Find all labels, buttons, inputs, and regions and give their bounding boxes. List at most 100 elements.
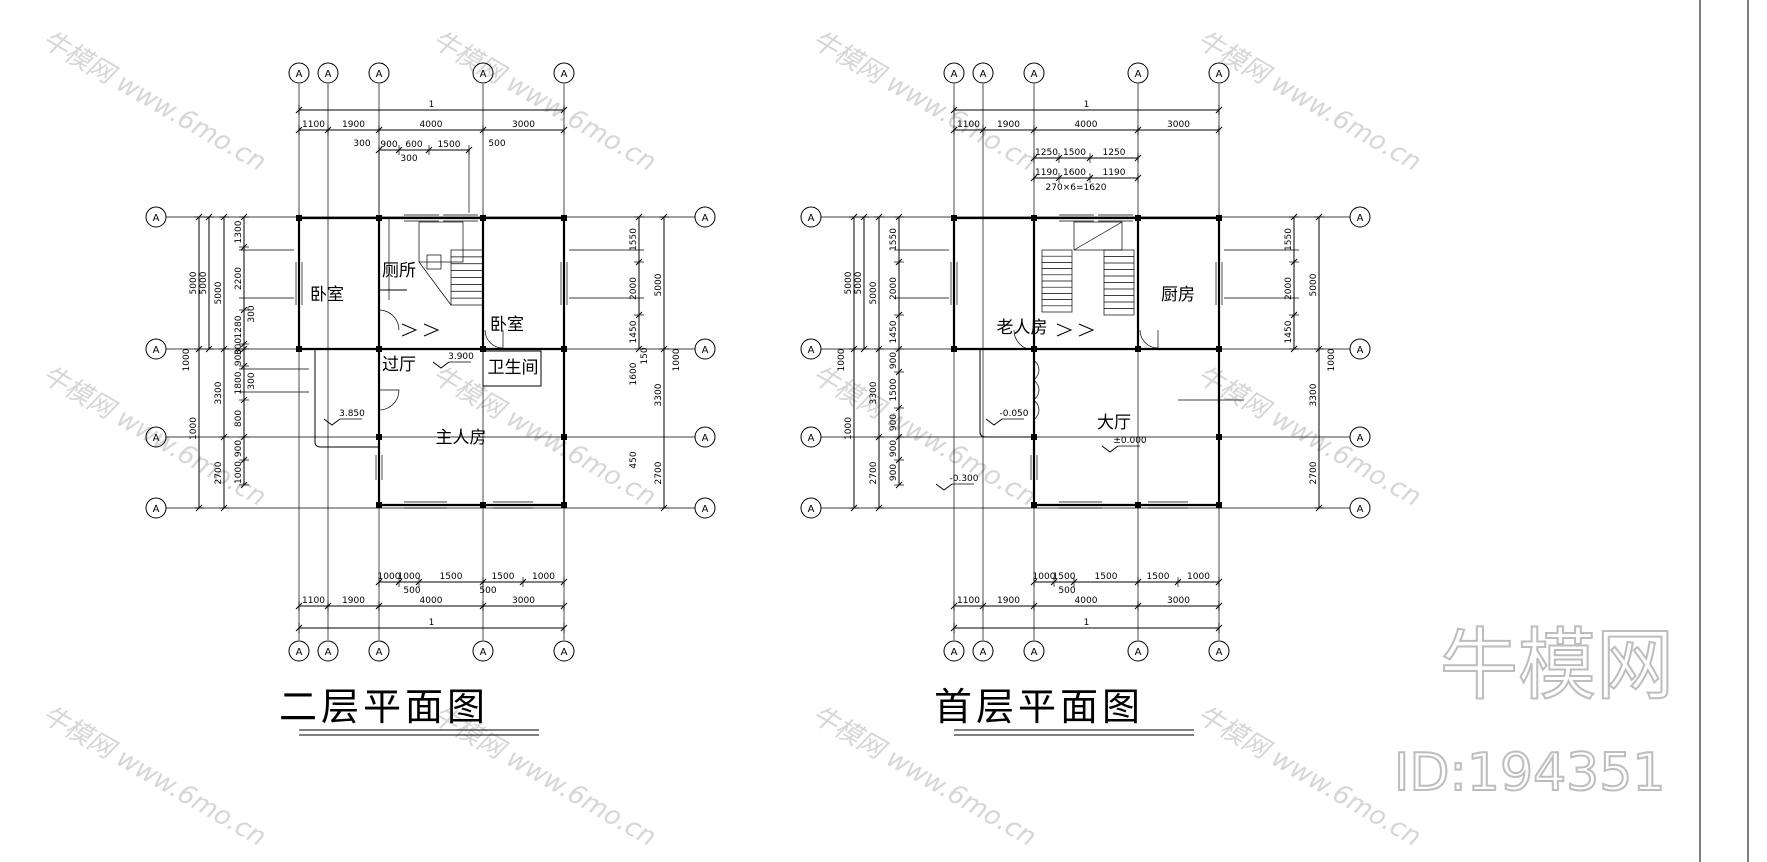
dim-left-outer-value: 3300 — [869, 381, 879, 404]
grid-bubble-label: A — [325, 647, 332, 658]
dim-bays-bottom-value: 1900 — [342, 596, 365, 606]
grid-bubble-label: A — [1357, 213, 1364, 224]
dim-left-outer-value: 5000 — [189, 271, 199, 294]
elevation-value: 3.900 — [448, 352, 474, 362]
grid-bubble-label: A — [980, 647, 987, 658]
elevation-value: ±0.000 — [1113, 436, 1147, 446]
dim-left-outer-value: 2700 — [869, 461, 879, 484]
dim-detail-top-small: 500 — [488, 139, 505, 149]
dim-left-inner-value: 1500 — [889, 378, 899, 401]
grid-bubble — [288, 62, 310, 84]
grid-bubble — [972, 640, 994, 662]
grid-bubble — [943, 640, 965, 662]
grid-bubble — [317, 640, 339, 662]
dim-right-inner-value: 2000 — [629, 277, 639, 300]
room-bathroom: 卫生间 — [488, 358, 539, 378]
dim-detail-top-b-value: 1190 — [1035, 168, 1058, 178]
dim-left-outer-value: 1000 — [189, 417, 199, 440]
dim-left-small: 300 — [247, 372, 257, 389]
room-bedroom-b: 卧室 — [490, 315, 524, 335]
grid-bubble — [1349, 426, 1371, 448]
column — [561, 434, 567, 440]
dim-bays-top-value: 4000 — [1075, 120, 1098, 130]
dim-left-outer-value: 3300 — [214, 381, 224, 404]
grid-bubble-label: A — [808, 433, 815, 444]
dim-detail-bottom-value: 1000 — [532, 572, 555, 582]
column — [480, 346, 486, 352]
watermark-text: 牛模网 www.6mo.cn — [37, 700, 272, 853]
grid-bubble — [800, 426, 822, 448]
dim-detail-bottom-value: 1000 — [398, 572, 421, 582]
grid-bubble — [317, 62, 339, 84]
column — [1135, 215, 1141, 221]
dim-bays-top-value: 1900 — [342, 120, 365, 130]
grid-bubble-label: A — [376, 69, 383, 80]
dim-bays-top-value: 3000 — [1167, 120, 1190, 130]
grid-bubble — [1208, 62, 1230, 84]
dim-offset: 500 — [403, 586, 420, 596]
stair-note: 270×6=1620 — [1046, 183, 1107, 193]
grid-bubble-label: A — [951, 69, 958, 80]
dim-bays-top-value: 1100 — [302, 120, 325, 130]
dim-overall-top-value: 1 — [1084, 100, 1090, 110]
dim-detail-top-value: 1250 — [1035, 148, 1058, 158]
elevation-value: 3.850 — [339, 409, 365, 419]
dim-left-inner-value: 900 — [889, 352, 899, 369]
bathroom-box — [482, 350, 542, 387]
grid-bubble — [1023, 62, 1045, 84]
column — [1031, 434, 1037, 440]
grid-bubble-label: A — [1135, 647, 1142, 658]
dim-left-inner-value: 1300 — [234, 220, 244, 243]
plan-title: 首层平面图 — [934, 685, 1144, 729]
dim-overall-bottom-value: 1 — [1084, 618, 1090, 628]
grid-bubble — [1349, 206, 1371, 228]
grid-bubble-label: A — [702, 433, 709, 444]
dim-detail-top-value: 900 — [380, 140, 397, 150]
elevation-value: -0.300 — [949, 474, 978, 484]
grid-bubble-label: A — [153, 433, 160, 444]
dim-right-inner-value: 1600 — [629, 362, 639, 385]
grid-bubble-label: A — [153, 504, 160, 515]
dim-detail-top-value: 600 — [405, 140, 422, 150]
grid-bubble — [694, 426, 716, 448]
stair-break — [418, 261, 452, 306]
dim-detail-bottom-value: 1000 — [1033, 572, 1056, 582]
watermark-text: 牛模网 www.6mo.cn — [807, 25, 1042, 178]
grid-bubble-label: A — [808, 504, 815, 515]
grid-bubble-label: A — [561, 647, 568, 658]
grid-bubble — [972, 62, 994, 84]
dim-right-inner-value: 2000 — [1284, 277, 1294, 300]
dim-right-outer-value: 2700 — [1309, 461, 1319, 484]
grid-bubble-label: A — [480, 647, 487, 658]
grid-bubble-label: A — [325, 69, 332, 80]
dim-bays-top-value: 4000 — [420, 120, 443, 130]
grid-bubble-label: A — [1135, 69, 1142, 80]
dim-bays-bottom-value: 4000 — [420, 596, 443, 606]
stair-landing — [1073, 221, 1123, 251]
grid-bubble — [1127, 640, 1149, 662]
dim-right-inner-value: 450 — [629, 451, 639, 468]
dim-left-outer-a-value: 5000 — [854, 271, 864, 294]
grid-bubble — [800, 338, 822, 360]
watermark-text: 牛模网 www.6mo.cn — [1192, 360, 1427, 513]
grid-bubble — [800, 497, 822, 519]
dim-right-outer-value: 5000 — [1309, 273, 1319, 296]
dim-right-outer-value: 3300 — [1309, 383, 1319, 406]
dim-left-inner-value: 1550 — [889, 228, 899, 251]
grid-bubble-label: A — [702, 345, 709, 356]
column — [1135, 346, 1141, 352]
brand-watermark-id: ID:194351 — [1394, 743, 1665, 803]
grid-bubble — [368, 62, 390, 84]
grid-bubble-label: A — [808, 345, 815, 356]
dim-left-outer-value: 5000 — [869, 281, 879, 304]
dim-right-inner-value: 150 — [640, 347, 650, 364]
grid-bubble-label: A — [951, 647, 958, 658]
dim-right-outer-value: 5000 — [654, 273, 664, 296]
dim-bays-bottom-value: 1100 — [957, 596, 980, 606]
grid-bubble-label: A — [1216, 69, 1223, 80]
grid-bubble — [145, 206, 167, 228]
dim-bays-top-value: 1100 — [957, 120, 980, 130]
grid-bubble-label: A — [480, 69, 487, 80]
